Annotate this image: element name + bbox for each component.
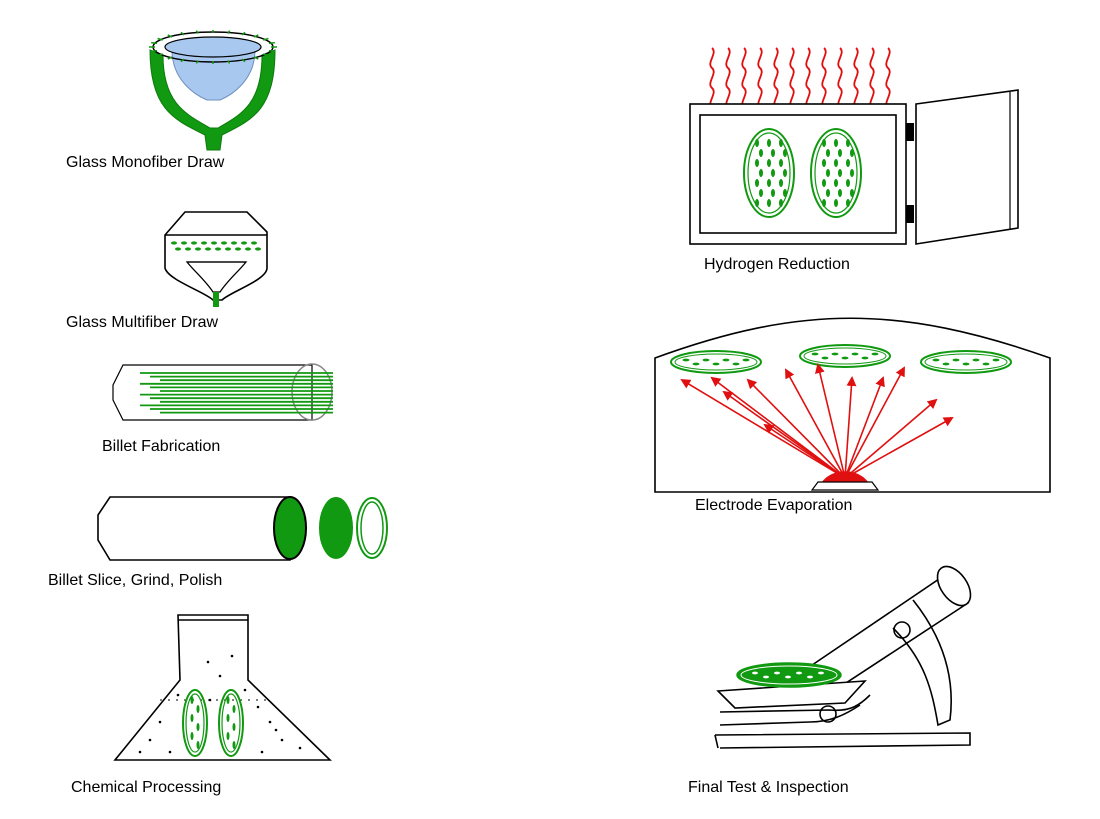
billet-slice-illustration	[97, 496, 388, 561]
monofiber-draw-illustration	[149, 30, 277, 151]
step-label-chemical-processing: Chemical Processing	[71, 779, 222, 796]
step-label-electrode-evaporation: Electrode Evaporation	[695, 497, 853, 514]
step-label-glass-monofiber-draw: Glass Monofiber Draw	[66, 154, 225, 171]
chemical-processing-illustration	[113, 614, 332, 761]
step-label-glass-multifiber-draw: Glass Multifiber Draw	[66, 314, 219, 331]
multifiber-draw-illustration	[164, 211, 268, 307]
electrode-evaporation-illustration	[654, 317, 1051, 493]
step-label-hydrogen-reduction: Hydrogen Reduction	[704, 256, 850, 273]
step-label-final-test-inspection: Final Test & Inspection	[688, 779, 849, 796]
hydrogen-reduction-illustration	[689, 47, 1019, 245]
billet-fabrication-illustration	[112, 363, 333, 421]
final-inspection-illustration	[714, 565, 972, 749]
step-label-billet-slice: Billet Slice, Grind, Polish	[48, 572, 223, 589]
step-label-billet-fabrication: Billet Fabrication	[102, 438, 221, 455]
